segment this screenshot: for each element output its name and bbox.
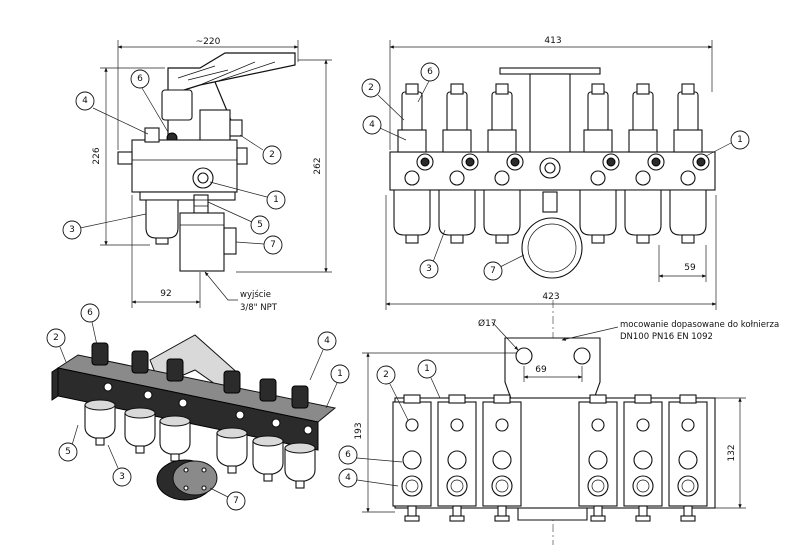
svg-text:2: 2 — [383, 370, 389, 380]
iso-callout-5: 5 — [58, 424, 79, 462]
svg-text:3: 3 — [426, 264, 432, 274]
svg-text:7: 7 — [270, 240, 276, 250]
dim-hole-spacing: 69 — [535, 365, 547, 375]
front-callout-4: 4 — [362, 115, 407, 141]
front-valve-unit — [393, 83, 434, 244]
svg-text:2: 2 — [368, 83, 374, 93]
svg-text:1: 1 — [337, 369, 343, 379]
front-callout-3: 3 — [419, 229, 446, 279]
dim-side-height-right: 262 — [313, 157, 323, 174]
side-callout-3: 3 — [62, 213, 147, 240]
svg-text:5: 5 — [257, 220, 263, 230]
side-callout-2: 2 — [239, 134, 282, 165]
svg-text:3: 3 — [69, 225, 75, 235]
svg-text:6: 6 — [427, 67, 433, 77]
bottom-view: Ø17 69 193 132 mocowanie dopasowane do k… — [338, 300, 779, 545]
front-valve-unit — [669, 83, 710, 244]
svg-text:6: 6 — [137, 74, 143, 84]
outlet-note-line2: 3/8" NPT — [240, 303, 278, 313]
front-valve-unit — [483, 83, 524, 244]
dim-bottom-right: 132 — [727, 444, 737, 461]
iso-callout-7: 7 — [209, 487, 246, 511]
svg-text:4: 4 — [324, 336, 330, 346]
svg-text:4: 4 — [369, 120, 375, 130]
side-view: ~220 226 262 92 wyjście 3/8" NPT 6 4 — [62, 37, 332, 313]
bottom-valve-unit — [668, 394, 708, 522]
bottom-callout-2: 2 — [376, 365, 409, 421]
iso-valve-unit — [284, 385, 316, 489]
mount-note-line1: mocowanie dopasowane do kołnierza — [620, 320, 779, 330]
svg-text:2: 2 — [269, 150, 275, 160]
svg-text:7: 7 — [233, 496, 239, 506]
svg-text:4: 4 — [345, 473, 351, 483]
front-valve-unit — [438, 83, 479, 244]
bottom-valve-unit — [392, 394, 432, 522]
front-callout-2: 2 — [361, 78, 405, 121]
bottom-valve-unit — [623, 394, 663, 522]
side-callout-7: 7 — [235, 235, 283, 255]
svg-text:7: 7 — [490, 266, 496, 276]
iso-callout-1: 1 — [325, 364, 350, 409]
front-callout-6: 6 — [417, 62, 440, 103]
iso-valve-unit — [84, 342, 116, 446]
svg-text:6: 6 — [345, 450, 351, 460]
iso-callout-6: 6 — [80, 303, 100, 346]
iso-callout-4: 4 — [309, 331, 337, 381]
front-view: 413 423 59 6 2 4 1 — [361, 36, 750, 310]
svg-text:1: 1 — [273, 195, 279, 205]
dim-front-bottom: 423 — [542, 292, 559, 302]
front-callout-7: 7 — [483, 254, 525, 281]
dim-side-height-left: 226 — [92, 147, 102, 164]
side-callout-4: 4 — [75, 91, 149, 135]
outlet-note-line1: wyjście — [240, 289, 271, 300]
iso-valve-unit — [124, 350, 156, 454]
svg-text:3: 3 — [119, 472, 125, 482]
dim-hole-diameter: Ø17 — [478, 318, 497, 329]
dim-side-bottom: 92 — [160, 289, 171, 299]
dim-front-top: 413 — [544, 36, 561, 46]
bottom-valve-unit — [482, 394, 522, 522]
side-callout-6: 6 — [130, 69, 169, 133]
bottom-callout-6: 6 — [338, 445, 403, 465]
side-callout-5: 5 — [207, 201, 270, 235]
svg-text:5: 5 — [65, 447, 71, 457]
isometric-view: 6 2 4 1 5 3 7 — [46, 303, 350, 511]
svg-text:6: 6 — [87, 308, 93, 318]
bottom-callout-4: 4 — [338, 468, 399, 488]
front-callout-1: 1 — [705, 130, 750, 157]
bottom-valve-unit — [578, 394, 618, 522]
side-callout-1: 1 — [209, 181, 286, 210]
bottom-valve-unit — [437, 394, 477, 522]
dim-side-width: ~220 — [196, 37, 221, 47]
iso-valve-unit — [216, 370, 248, 474]
iso-valve-unit — [252, 378, 284, 482]
dim-front-pitch: 59 — [684, 263, 696, 273]
front-valve-unit — [624, 83, 665, 244]
svg-text:1: 1 — [424, 364, 430, 374]
dim-bottom-left: 193 — [354, 422, 364, 439]
mount-note-line2: DN100 PN16 EN 1092 — [620, 332, 713, 342]
iso-callout-3: 3 — [107, 444, 132, 487]
svg-text:4: 4 — [82, 96, 88, 106]
bottom-callout-1: 1 — [417, 359, 441, 399]
svg-text:2: 2 — [53, 333, 59, 343]
svg-text:1: 1 — [737, 135, 743, 145]
front-valve-unit — [579, 83, 620, 244]
iso-callout-2: 2 — [46, 328, 67, 363]
